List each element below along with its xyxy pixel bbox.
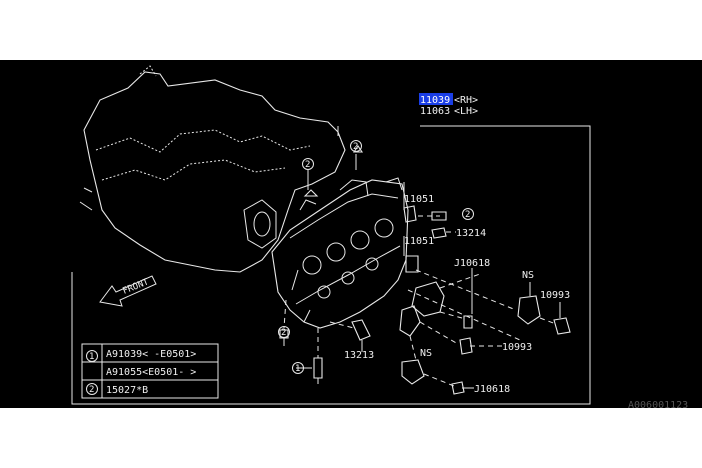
- marker-2-left: 2: [302, 158, 314, 170]
- leader-lines: [283, 154, 561, 389]
- label-j10618-lower: J10618: [474, 384, 510, 395]
- callout-labels: 11051 13214 11051 J10618 NS 10993 10993 …: [344, 194, 570, 395]
- diagram-markers: 2 2 2 2 1: [278, 140, 474, 374]
- marker-2-top: 2: [350, 140, 362, 152]
- label-11051-upper: 11051: [404, 194, 434, 205]
- label-10993-right: 10993: [540, 290, 570, 301]
- diagram-canvas: FRONT 2 2 2 2 1 11039 <RH> 11063 <LH>: [0, 60, 702, 408]
- rh-suffix: <RH>: [454, 95, 478, 106]
- legend-text-1: A91039< -E0501>: [106, 349, 196, 360]
- rh-code: 11039: [420, 95, 450, 106]
- rh-code-highlight: [419, 93, 453, 105]
- lh-suffix: <LH>: [454, 106, 478, 117]
- front-arrow: FRONT: [99, 275, 157, 307]
- label-11051-lower: 11051: [404, 236, 434, 247]
- label-10993-lower: 10993: [502, 342, 532, 353]
- marker-2-bottom: 2: [278, 326, 290, 338]
- marker-2-right: 2: [462, 208, 474, 220]
- parts-diagram: FRONT 2 2 2 2 1 11039 <RH> 11063 <LH>: [71, 65, 688, 408]
- label-13214: 13214: [456, 228, 486, 239]
- legend-marker-3: 2: [89, 385, 94, 395]
- label-ns-lower: NS: [420, 348, 432, 359]
- engine-block-outline: [79, 65, 346, 273]
- label-j10618-upper: J10618: [454, 258, 490, 269]
- frame: [71, 125, 591, 405]
- svg-text:2: 2: [465, 210, 470, 220]
- label-13213: 13213: [344, 350, 374, 361]
- legend-marker-1: 1: [89, 352, 94, 362]
- cylinder-head: [271, 177, 409, 329]
- svg-text:2: 2: [281, 328, 286, 338]
- legend-text-3: 15027*B: [106, 385, 148, 396]
- footer-code: A006001123: [628, 400, 688, 408]
- front-label: FRONT: [121, 277, 150, 297]
- small-parts: [279, 145, 571, 395]
- svg-text:1: 1: [295, 364, 300, 374]
- label-ns-right: NS: [522, 270, 534, 281]
- marker-1-bottom: 1: [292, 362, 304, 374]
- legend-row-2: A91055<E0501- >: [106, 367, 196, 378]
- lh-code: 11063: [420, 106, 450, 117]
- svg-text:2: 2: [353, 142, 358, 152]
- legend-row-1: 1 A91039< -E0501>: [86, 349, 196, 362]
- header-part-numbers: 11039 <RH> 11063 <LH>: [419, 93, 478, 117]
- legend-row-3: 2 15027*B: [86, 383, 148, 396]
- legend-text-2: A91055<E0501- >: [106, 367, 196, 378]
- svg-text:2: 2: [305, 160, 310, 170]
- legend-box: 1 A91039< -E0501> A91055<E0501- > 2 1502…: [81, 343, 219, 399]
